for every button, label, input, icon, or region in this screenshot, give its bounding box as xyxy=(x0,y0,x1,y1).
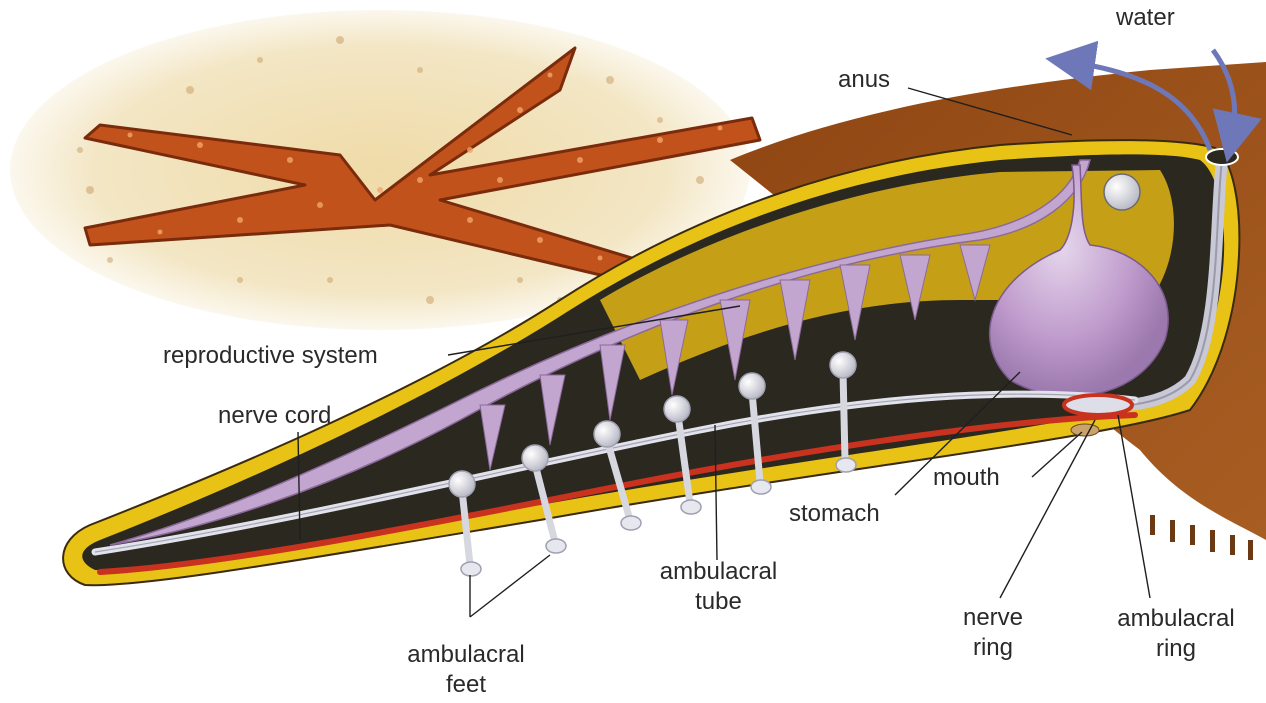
label-nerve-ring: nerve ring xyxy=(938,603,1048,663)
madreporite xyxy=(1206,149,1238,165)
label-stomach: stomach xyxy=(789,499,880,529)
label-reproductive-system: reproductive system xyxy=(163,341,378,371)
label-ambulacral-tube: ambulacral tube xyxy=(641,557,796,617)
label-mouth: mouth xyxy=(933,463,1000,493)
label-anus: anus xyxy=(838,65,890,95)
mouth xyxy=(1071,424,1099,436)
label-water: water xyxy=(1116,3,1175,33)
label-ambulacral-feet: ambulacral feet xyxy=(386,640,546,700)
rectal-gland xyxy=(1104,174,1140,210)
label-nerve-cord: nerve cord xyxy=(218,401,331,431)
label-ambulacral-ring: ambulacral ring xyxy=(1096,604,1256,664)
ambulacral-ring xyxy=(1064,395,1132,415)
